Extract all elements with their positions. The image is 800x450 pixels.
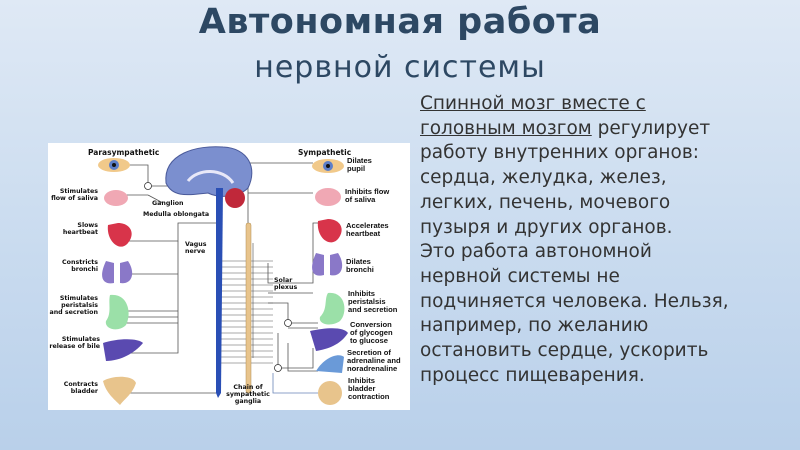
heart-icon	[107, 223, 132, 247]
stomach-icon	[105, 294, 129, 330]
brain-icon	[165, 146, 253, 208]
medulla-label: Medulla oblongata	[143, 211, 209, 218]
bladder-icon	[318, 381, 342, 405]
adrenal-gland-icon	[316, 355, 344, 373]
spinal-cord	[216, 188, 223, 398]
slide-subtitle: нервной системы	[254, 50, 546, 85]
body-line: легких, печень, мочевого	[420, 191, 671, 213]
body-line: работу внутренних органов:	[420, 142, 699, 164]
body-line: подчиняется человека. Нельзя,	[420, 290, 729, 312]
body-line: остановить сердце, ускорить	[420, 340, 709, 362]
slide-title: Автономная работа	[198, 2, 602, 42]
heart-icon	[317, 219, 342, 243]
nervous-system-diagram: Parasympathetic Sympathetic Ganglion Med…	[48, 143, 410, 410]
lungs-icon	[312, 253, 343, 276]
sympathetic-label: Sympathetic	[298, 148, 351, 157]
body-line: сердца, желудка, желез,	[420, 167, 667, 189]
salivary-gland-icon	[104, 190, 128, 206]
body-line: Спинной мозг вместе с	[420, 93, 646, 114]
sympathetic-chain	[245, 222, 252, 394]
body-line: процесс пищеварения.	[420, 364, 645, 386]
liver-icon	[310, 328, 348, 351]
ganglion-label: Ganglion	[152, 200, 184, 207]
liver-icon	[103, 339, 143, 361]
stomach-icon	[319, 292, 345, 325]
body-line: головным мозгом	[420, 117, 592, 139]
body-line: нервной системы не	[420, 265, 620, 287]
body-text: Спинной мозг вместе с головным мозгом ре…	[420, 92, 800, 388]
body-line: например, по желанию	[420, 315, 649, 337]
bladder-icon	[103, 376, 136, 405]
lungs-icon	[102, 261, 133, 284]
salivary-gland-icon	[315, 188, 341, 206]
body-line: пузыря и других органов.	[420, 216, 673, 238]
parasympathetic-label: Parasympathetic	[88, 148, 159, 157]
body-line: регулирует	[591, 117, 711, 139]
body-line: Это работа автономной	[420, 241, 652, 263]
